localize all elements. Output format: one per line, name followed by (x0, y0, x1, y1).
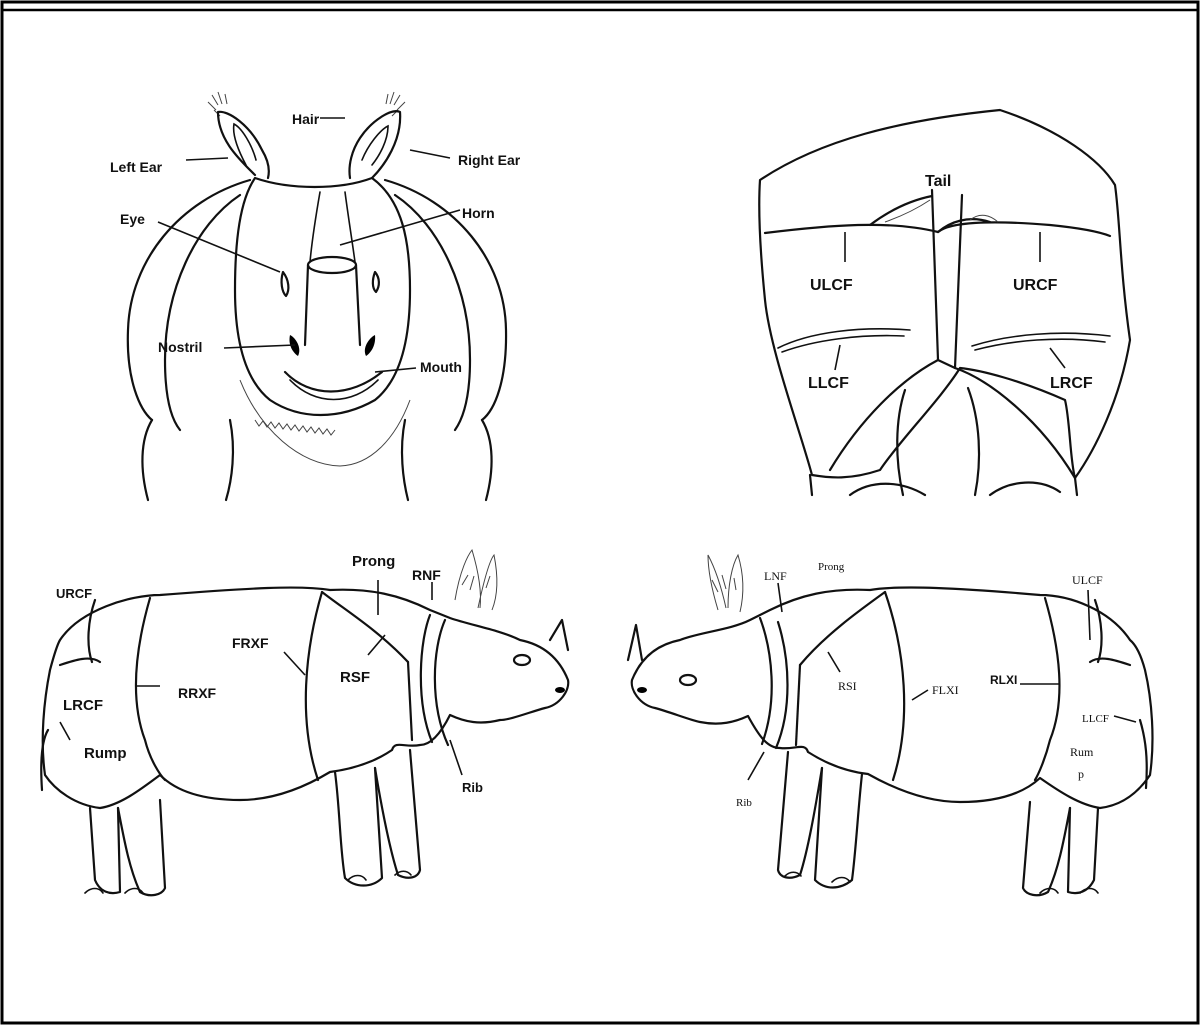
label-rsi: RSI (838, 679, 857, 693)
label-frxf: FRXF (232, 635, 269, 651)
label-urcf-right: URCF (56, 586, 92, 601)
label-mouth: Mouth (420, 359, 462, 375)
label-rrxf: RRXF (178, 685, 217, 701)
label-rib-right: Rib (462, 780, 483, 795)
label-prong-right: Prong (352, 553, 395, 570)
label-lrcf: LRCF (1050, 375, 1093, 392)
label-rsf: RSF (340, 669, 370, 686)
label-tail: Tail (925, 173, 951, 190)
label-nostril: Nostril (158, 339, 202, 355)
label-rnf: RNF (412, 567, 441, 583)
label-flxi: FLXI (932, 683, 959, 697)
label-rump-left: Rum p (1070, 745, 1096, 781)
label-ulcf: ULCF (810, 277, 853, 294)
label-llcf: LLCF (808, 375, 849, 392)
label-urcf: URCF (1013, 277, 1058, 294)
label-llcf-left: LLCF (1082, 713, 1109, 725)
label-eye: Eye (120, 211, 145, 227)
left-side-view: LNF Prong ULCF RSI FLXI RLXI LLCF Rum p … (628, 555, 1152, 895)
rear-view: Tail ULCF URCF LLCF LRCF (759, 110, 1130, 495)
label-lrcf-right: LRCF (63, 697, 103, 714)
label-rump-left-line1: Rum (1070, 745, 1094, 759)
label-left-ear: Left Ear (110, 159, 163, 175)
label-rump-left-line2: p (1078, 767, 1084, 781)
label-rump-right: Rump (84, 745, 127, 762)
label-lnf: LNF (764, 569, 787, 583)
label-right-ear: Right Ear (458, 152, 521, 168)
label-rib-left: Rib (736, 797, 752, 809)
label-hair: Hair (292, 111, 320, 127)
label-ulcf-left: ULCF (1072, 573, 1103, 587)
label-prong-left: Prong (818, 561, 845, 573)
label-horn: Horn (462, 205, 495, 221)
label-rlxi: RLXI (990, 673, 1017, 687)
right-side-view: URCF LRCF Rump RRXF FRXF Prong RSF RNF R… (41, 550, 568, 895)
front-view: Hair Left Ear Right Ear Eye Horn Nostril… (110, 92, 521, 500)
